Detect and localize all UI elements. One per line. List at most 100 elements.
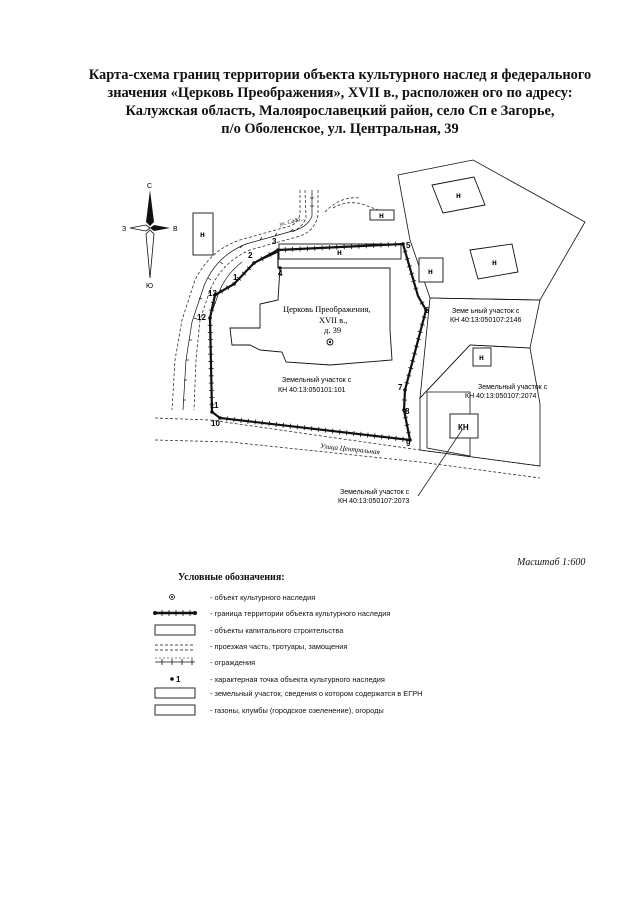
boundary-tick <box>261 420 263 426</box>
boundary-tick <box>381 434 383 440</box>
boundary-tick <box>419 323 425 326</box>
legend-heritage-object-dot <box>171 596 173 598</box>
building-mark-1: н <box>200 230 205 239</box>
boundary-tick <box>317 426 320 432</box>
boundary-tick <box>233 417 235 423</box>
boundary-tick <box>324 427 327 433</box>
point-13-label: 13 <box>208 289 217 298</box>
boundary-tick <box>404 424 410 426</box>
parcel-e-label: Земельный участок с <box>478 383 548 391</box>
boundary-tick <box>374 433 376 439</box>
boundary-tick <box>331 428 334 434</box>
point-6-label: 6 <box>425 306 430 315</box>
building-east-small <box>418 257 444 283</box>
characteristic-points: 1 2 3 4 5 6 7 8 9 10 11 12 13 <box>197 237 430 448</box>
boundary-tick <box>408 367 414 370</box>
parcel-s-leader-line <box>417 429 463 497</box>
road-carriageway <box>171 189 379 411</box>
legend-item-points: - характерная точка объекта культурного … <box>210 675 385 684</box>
legend-boundary-start <box>153 611 157 615</box>
parcel-e-outline <box>419 344 541 467</box>
boundary-tick <box>246 266 252 271</box>
boundary-tick <box>219 288 223 294</box>
point-13-marker <box>213 293 217 297</box>
boundary-tick <box>241 271 247 276</box>
neighbour-parcels <box>397 159 586 467</box>
boundary-tick <box>226 285 230 291</box>
parcel-main-id: КН 40:13:050101:101 <box>278 387 346 394</box>
boundary-tick <box>406 374 412 377</box>
boundary-tick <box>411 280 417 283</box>
point-8-label: 8 <box>405 407 410 416</box>
point-1-marker <box>232 282 236 286</box>
building-mark-4: н <box>428 267 433 276</box>
boundary-tick <box>404 257 410 260</box>
boundary-tick <box>417 330 423 333</box>
compass-north-label: С <box>147 183 152 190</box>
legend-item-heritage-object: - объект культурного наследия <box>210 593 316 602</box>
heritage-object-marker-dot <box>328 340 332 344</box>
building-mark-2: н <box>379 211 384 220</box>
point-2-marker <box>252 261 256 265</box>
point-8-marker <box>402 408 406 412</box>
church-house: д. 39 <box>324 325 341 335</box>
boundary-tick <box>303 425 306 431</box>
point-10-label: 10 <box>211 419 220 428</box>
boundary-tick <box>289 423 292 429</box>
point-5-marker <box>401 242 405 246</box>
boundary-tick <box>282 422 285 428</box>
point-11-label: 11 <box>210 401 219 410</box>
title-line-1: Карта-схема границ территории объекта ку… <box>88 67 592 83</box>
fence-line <box>182 190 313 411</box>
compass-south-label: Ю <box>146 283 153 290</box>
parcel-main-label: Земельный участок с <box>282 376 352 384</box>
boundary-tick <box>405 431 412 434</box>
legend-symbols: 1 <box>153 594 197 716</box>
boundary-tick <box>412 352 418 355</box>
legend-item-greenery: - газоны, клумбы (городское озеленение),… <box>210 706 384 715</box>
title-line-4: п/о Оболенское, ул. Центральная, 39 <box>221 121 459 137</box>
boundary-tick <box>404 381 410 384</box>
legend-boundary-ticks <box>161 610 191 616</box>
boundary-tick <box>260 256 264 262</box>
point-3-label: 3 <box>272 237 277 246</box>
boundary-tick <box>310 426 313 432</box>
parcel-s-id: КН 40:13:050107:2073 <box>338 498 410 505</box>
legend-title: Условные обозначения: <box>178 572 285 583</box>
point-5-label: 5 <box>406 241 411 250</box>
building-mark-8: КН <box>458 423 469 432</box>
building-marks: н н н н н н н КН <box>200 191 497 432</box>
boundary-tick <box>338 429 341 435</box>
building-ne-2 <box>469 243 519 280</box>
parcel-s-outline <box>426 391 471 457</box>
point-9-marker <box>408 438 412 442</box>
boundary-tick <box>226 416 228 422</box>
point-2-label: 2 <box>248 251 253 260</box>
legend-item-parcel: - земельный участок, сведения о котором … <box>210 689 423 698</box>
point-12-label: 12 <box>197 313 206 322</box>
compass-west-arrow <box>129 224 151 232</box>
boundary-tick <box>413 287 419 290</box>
legend-item-boundary: - граница территории объекта культурного… <box>210 609 391 618</box>
boundary-tick <box>402 436 404 442</box>
boundary-tick <box>360 431 362 437</box>
boundary-tick <box>275 421 277 428</box>
boundary-tick <box>209 309 215 312</box>
point-1-label: 1 <box>233 273 238 282</box>
building-mark-7: н <box>479 353 484 362</box>
boundary-tick <box>421 316 427 319</box>
boundary-tick <box>236 276 242 281</box>
boundary-tick <box>402 416 409 419</box>
compass-north-arrow <box>146 190 154 226</box>
building-mark-3: н <box>337 248 342 257</box>
building-mark-6: н <box>492 258 497 267</box>
church-outline <box>229 267 393 366</box>
boundary-tick <box>410 359 416 362</box>
legend-parcel-icon <box>154 687 196 699</box>
title-line-2: значения «Церковь Преображения», XVII в.… <box>107 85 573 101</box>
boundary-tick <box>268 421 270 427</box>
building-south <box>449 413 479 439</box>
legend-boundary-end <box>193 611 197 615</box>
legend-building-icon <box>154 624 196 636</box>
